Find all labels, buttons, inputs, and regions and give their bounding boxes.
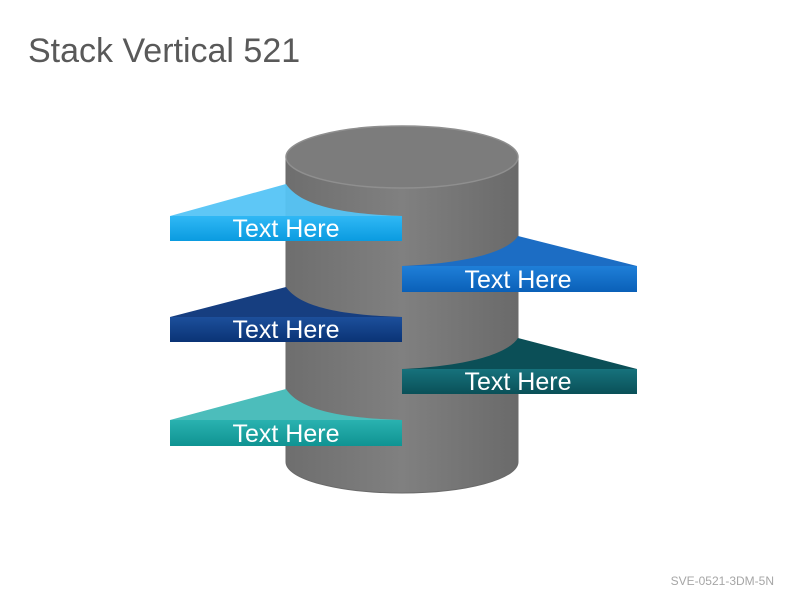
banner-4-flap [402,338,637,369]
cylinder-top [285,125,519,189]
banner-5-label: Text Here [233,420,340,448]
banner-3-flap [170,287,402,317]
banner-5-box [170,420,402,446]
banner-4-label: Text Here [465,368,572,396]
banner-1-flap [170,184,402,216]
banner-3-label: Text Here [233,316,340,344]
banner-4-box [402,369,637,394]
slide-title: Stack Vertical 521 [28,32,301,70]
banner-4: Text Here [402,338,637,396]
banner-1-box [170,216,402,241]
banner-5: Text Here [170,389,402,448]
banner-2-box [402,266,637,292]
banner-2-flap [402,236,637,266]
banner-3: Text Here [170,287,402,344]
slide-code: SVE-0521-3DM-5N [670,574,774,588]
banner-1: Text Here [170,184,402,243]
banner-5-flap [170,389,402,420]
banner-2-label: Text Here [465,266,572,294]
banner-3-box [170,317,402,342]
banner-2: Text Here [402,236,637,294]
banner-1-label: Text Here [233,215,340,243]
